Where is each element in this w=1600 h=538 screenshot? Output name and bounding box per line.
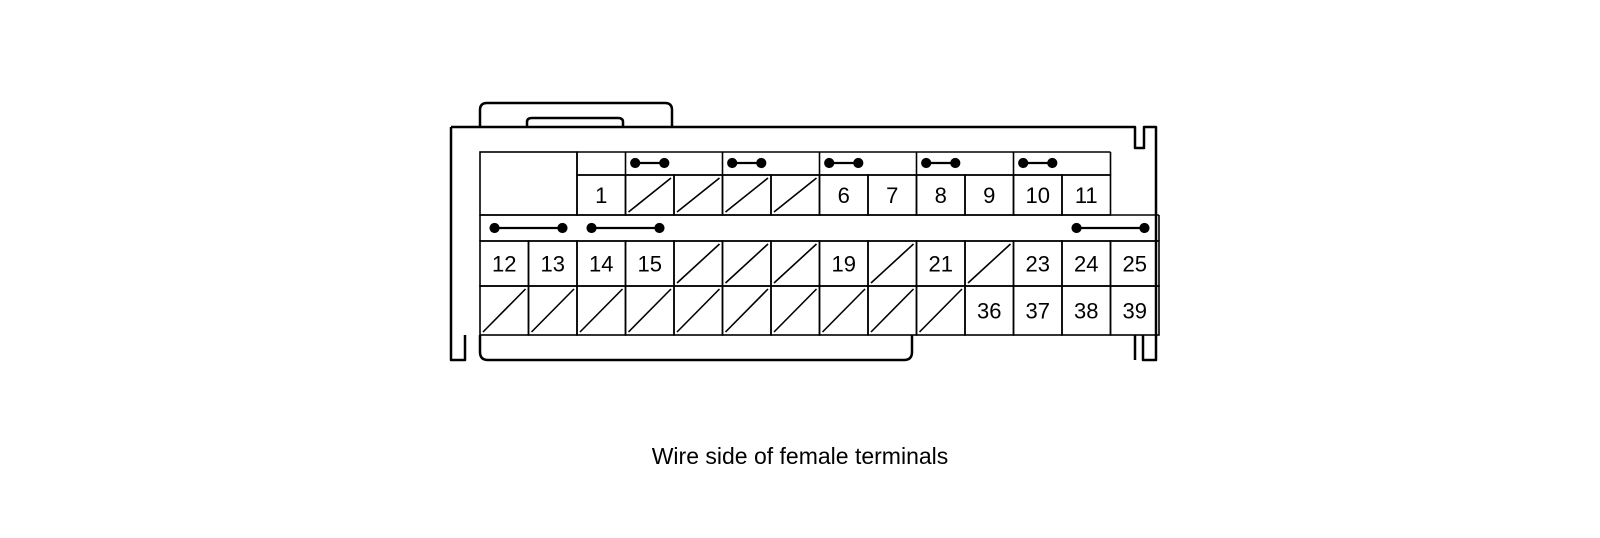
blank-cavity-slash (918, 288, 963, 333)
diagram-caption: Wire side of female terminals (651, 443, 949, 469)
pin-label: 39 (1123, 299, 1147, 324)
blank-cavity-slash (676, 243, 721, 284)
pin-label: 24 (1074, 252, 1098, 277)
shorting-bar (1071, 222, 1150, 234)
blank-cavity-slash (724, 243, 769, 284)
blank-cavity-slash (530, 288, 575, 333)
latch-slot (525, 116, 625, 127)
pin-label: 21 (929, 252, 953, 277)
pin-label: 23 (1026, 252, 1050, 277)
cavity-row3 (1109, 285, 1160, 336)
connector-housing (449, 125, 1158, 362)
pin-label: 9 (983, 183, 995, 208)
pin-label: 15 (638, 252, 662, 277)
blank-cavity-slash (676, 177, 720, 213)
blank-cavity-slash (773, 288, 818, 333)
pin-label: 36 (977, 299, 1001, 324)
shorting-bar (586, 222, 665, 234)
pin-label: 7 (886, 183, 898, 208)
blank-cavity-slash (627, 288, 672, 333)
blank-cavity-slash (870, 243, 915, 284)
bottom-bumper (478, 335, 914, 362)
pin-label: 25 (1123, 252, 1147, 277)
pin-label: 37 (1026, 299, 1050, 324)
blank-cavity-slash (870, 288, 915, 333)
blank-cavity-slash (725, 177, 769, 213)
shorting-bar (630, 157, 670, 169)
blank-cavity-slash (676, 288, 721, 333)
empty-corner-block (479, 151, 578, 216)
pin-label: 13 (541, 252, 565, 277)
shorting-bar (727, 157, 767, 169)
blank-cavity-slash (628, 177, 672, 213)
shorting-bar (489, 222, 568, 234)
pin-label: 14 (589, 252, 613, 277)
blank-cavity-slash (773, 177, 817, 213)
blank-cavity-slash (967, 243, 1012, 284)
connector-latch (478, 101, 674, 127)
pin-label: 6 (838, 183, 850, 208)
shorting-bar (824, 157, 864, 169)
blank-cavity-slash (773, 243, 818, 284)
pin-label: 8 (935, 183, 947, 208)
pin-label: 12 (492, 252, 516, 277)
pin-label: 10 (1026, 183, 1050, 208)
pin-label: 19 (832, 252, 856, 277)
shorting-bar (921, 157, 961, 169)
pin-label: 1 (595, 183, 607, 208)
blank-cavity-slash (579, 288, 624, 333)
blank-cavity-slash (821, 288, 866, 333)
shorting-bar (1018, 157, 1058, 169)
blank-cavity-slash (482, 288, 527, 333)
blank-cavity-slash (724, 288, 769, 333)
pin-label: 38 (1074, 299, 1098, 324)
pin-label: 11 (1075, 183, 1098, 208)
